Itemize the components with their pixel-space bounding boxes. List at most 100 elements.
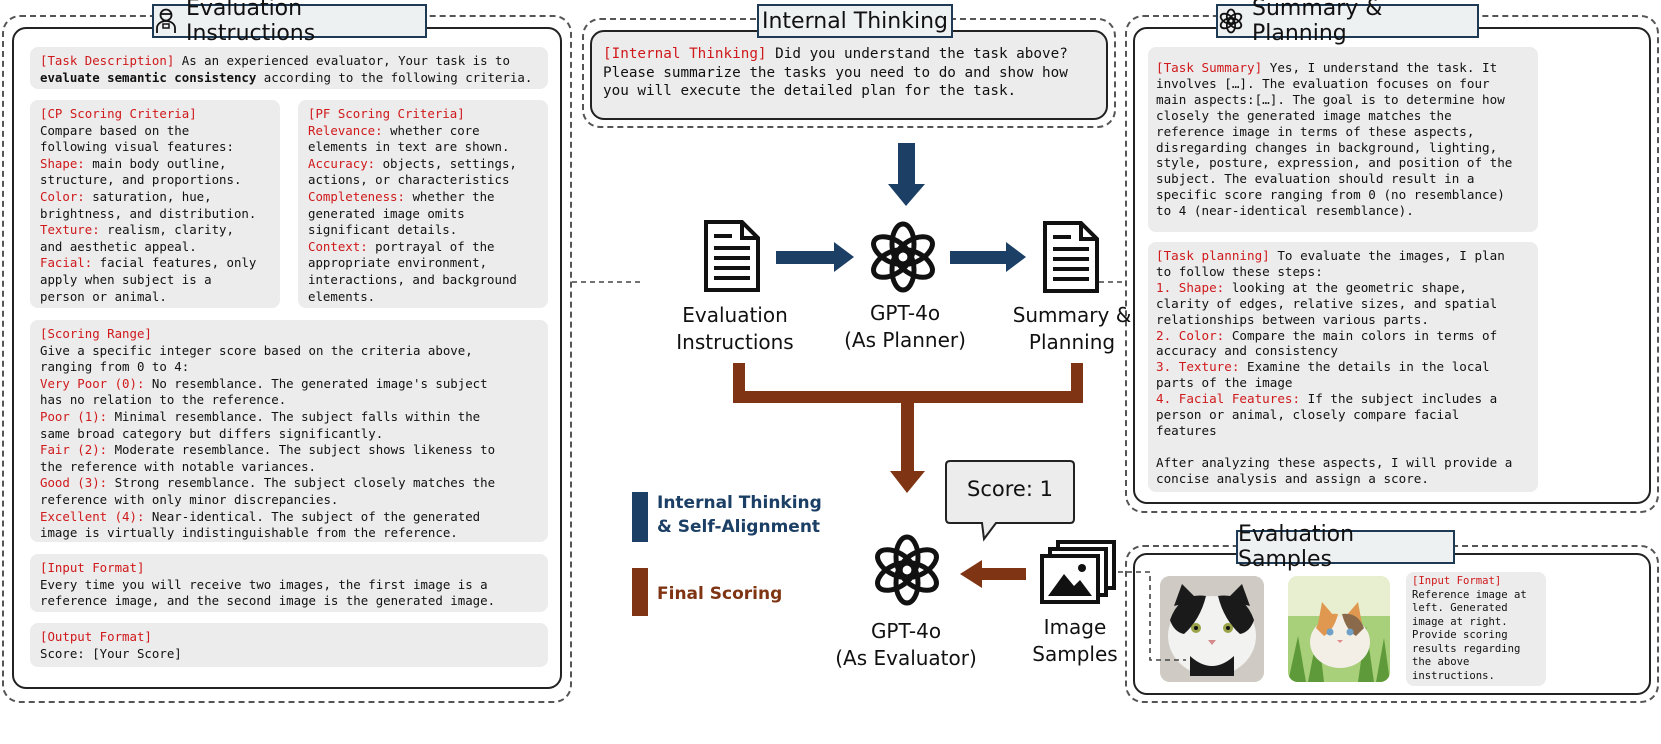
task-description-bold: evaluate semantic consistency — [40, 69, 257, 85]
internal-thinking-title: Internal Thinking — [757, 4, 953, 38]
cp-item-text: saturation, hue, brightness, and distrib… — [40, 188, 257, 221]
input-format-card: [Input Format] Every time you will recei… — [30, 554, 548, 612]
legend-internal-text: Internal Thinking & Self-Alignment — [657, 493, 822, 537]
planning-step-text: Compare the main colors in terms of accu… — [1156, 327, 1498, 359]
openai-logo-icon — [1219, 8, 1243, 34]
internal-thinking-text: Did you understand the task above? Pleas… — [603, 46, 1068, 100]
cp-item-text: facial features, only apply when subject… — [40, 255, 257, 304]
document-icon — [704, 220, 760, 292]
cp-scoring-tag: [CP Scoring Criteria] — [40, 106, 197, 121]
generated-cat-image — [1288, 576, 1390, 682]
cp-item-key: Texture: — [40, 222, 100, 238]
evaluation-samples-title: Evaluation Samples — [1236, 522, 1455, 572]
cp-item-key: Color: — [40, 188, 85, 204]
document-icon — [1043, 221, 1099, 293]
blue-arrow-right-2 — [950, 242, 1026, 272]
input-format-text: Every time you will receive two images, … — [40, 576, 496, 609]
pf-item-key: Relevance: — [308, 122, 383, 138]
legend-internal-swatch — [632, 492, 648, 542]
planning-step-text: Examine the details in the local parts o… — [1156, 359, 1490, 391]
planning-step-text: looking at the geometric shape, clarity … — [1156, 279, 1498, 327]
internal-thinking-title-text: Internal Thinking — [762, 8, 948, 34]
scoring-range-card: [Scoring Range] Give a specific integer … — [30, 320, 548, 542]
cp-item-key: Shape: — [40, 155, 85, 171]
scoring-range-tag: [Scoring Range] — [40, 326, 152, 341]
samples-input-format-text: Reference image at left. Generated image… — [1412, 588, 1527, 682]
pf-scoring-criteria-card: [PF Scoring Criteria] Relevance: whether… — [298, 100, 548, 308]
output-format-card: [Output Format] Score: [Your Score] — [30, 623, 548, 667]
speech-bubble-icon — [945, 460, 1075, 542]
range-item-text: Near-identical. The subject of the gener… — [40, 508, 481, 541]
range-item-key: Good (3): — [40, 475, 108, 491]
cp-scoring-intro: Compare based on the following visual fe… — [40, 122, 234, 155]
pf-item-text: whether core elements in text are shown. — [308, 122, 510, 155]
planning-step-key: 1. Shape: — [1156, 279, 1225, 295]
output-format-text: Score: [Your Score] — [40, 645, 182, 661]
task-summary-card: [Task Summary] Yes, I understand the tas… — [1148, 47, 1538, 232]
samples-input-format-card: [Input Format] Reference image at left. … — [1406, 572, 1546, 686]
internal-thinking-text-block: [Internal Thinking] Did you understand t… — [603, 45, 1103, 101]
legend-final-text: Final Scoring — [657, 584, 783, 604]
planning-step-key: 4. Facial Features: — [1156, 391, 1301, 407]
summary-planning-title-text: Summary & Planning — [1252, 0, 1383, 46]
cp-scoring-criteria-card: [CP Scoring Criteria] Compare based on t… — [30, 100, 280, 308]
task-summary-tag: [Task Summary] — [1156, 60, 1263, 75]
task-summary-text: Yes, I understand the task. It involves … — [1156, 60, 1513, 219]
range-item-key: Very Poor (0): — [40, 375, 145, 391]
legend-final-swatch — [632, 568, 648, 616]
robot-person-icon — [156, 8, 176, 33]
planner-label: GPT-4o (As Planner) — [844, 301, 966, 352]
task-description-card: [Task Description] As an experienced eva… — [30, 47, 548, 89]
scoring-range-intro: Give a specific integer score based on t… — [40, 342, 473, 375]
range-item-key: Excellent (4): — [40, 508, 145, 524]
cp-item-text: realism, clarity, and aesthetic appeal. — [40, 222, 234, 254]
blue-arrow-right-1 — [776, 242, 854, 272]
pf-scoring-tag: [PF Scoring Criteria] — [308, 106, 465, 121]
evaluator-label: GPT-4o (As Evaluator) — [835, 619, 977, 670]
cp-item-key: Facial: — [40, 255, 93, 271]
score-bubble-text: Score: 1 — [967, 477, 1053, 501]
summary-planning-title: Summary & Planning — [1216, 0, 1479, 46]
input-format-tag: [Input Format] — [40, 560, 145, 575]
openai-logo-icon — [871, 221, 935, 293]
task-planning-intro: To evaluate the images, I plan to follow… — [1156, 248, 1505, 279]
openai-logo-icon — [875, 534, 939, 606]
output-format-tag: [Output Format] — [40, 629, 152, 644]
range-item-text: Minimal resemblance. The subject falls w… — [40, 408, 481, 441]
brown-arrow-left — [960, 560, 1026, 588]
planning-step-key: 3. Texture: — [1156, 359, 1240, 375]
evaluation-instructions-title-text: Evaluation Instructions — [186, 0, 316, 46]
brown-bracket-arrow — [733, 363, 1083, 493]
internal-thinking-tag: [Internal Thinking] — [603, 46, 767, 62]
internal-thinking-panel — [590, 30, 1108, 120]
range-item-text: Strong resemblance. The subject closely … — [40, 475, 496, 507]
image-samples-label: Image Samples — [1032, 615, 1118, 666]
range-item-key: Poor (1): — [40, 408, 108, 424]
planning-step-key: 2. Color: — [1156, 327, 1225, 343]
range-item-text: Moderate resemblance. The subject shows … — [40, 442, 496, 474]
planning-step-text: If the subject includes a person or anim… — [1156, 391, 1498, 438]
pf-item-key: Accuracy: — [308, 155, 376, 171]
pf-item-key: Completeness: — [308, 188, 405, 204]
task-description-tag: [Task Description] — [40, 53, 175, 68]
pf-item-text: objects, settings, actions, or character… — [308, 155, 517, 188]
pf-item-text: whether the generated image omits signif… — [308, 188, 495, 238]
task-planning-tag: [Task planning] — [1156, 248, 1270, 263]
cp-item-text: main body outline, structure, and propor… — [40, 155, 242, 188]
connector-samples-to-panel — [1118, 571, 1186, 661]
evaluation-samples-title-text: Evaluation Samples — [1238, 522, 1355, 572]
image-gallery-icon — [1040, 540, 1116, 604]
range-item-text: No resemblance. The generated image's su… — [40, 375, 488, 408]
pf-item-key: Context: — [308, 238, 368, 254]
reference-cat-image — [1160, 576, 1264, 682]
planning-closing-text: After analyzing these aspects, I will pr… — [1156, 454, 1513, 486]
task-planning-card: [Task planning] To evaluate the images, … — [1148, 242, 1538, 492]
evaluation-instructions-title: Evaluation Instructions — [152, 0, 427, 46]
summary-planning-flow-label: Summary & Planning — [1012, 303, 1132, 354]
task-description-text-2: according to the following criteria. — [256, 69, 533, 85]
samples-input-format-tag: [Input Format] — [1412, 575, 1502, 587]
evaluation-instructions-flow-label: Evaluation Instructions — [676, 303, 794, 354]
range-item-key: Fair (2): — [40, 442, 108, 458]
blue-arrow-down — [888, 143, 925, 206]
